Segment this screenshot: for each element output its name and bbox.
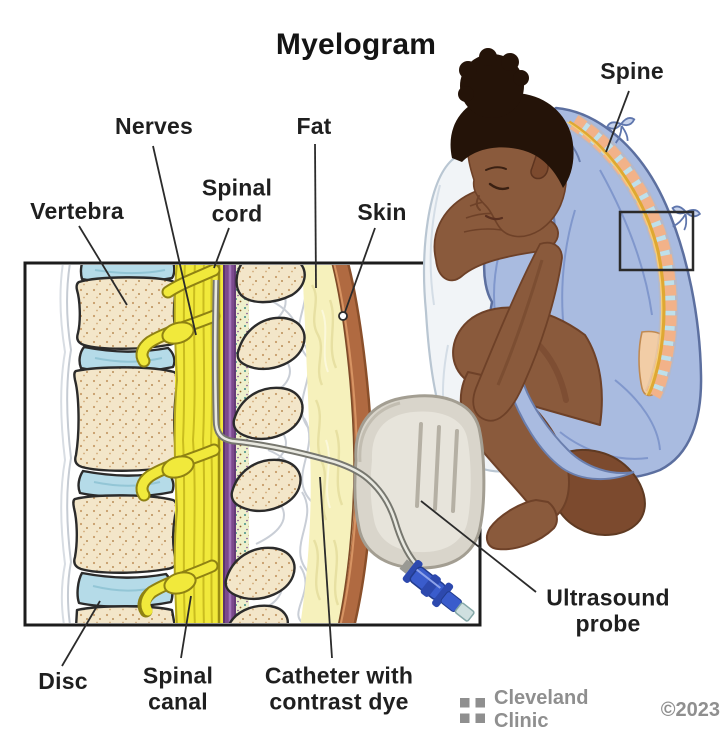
vertebra-body: [72, 494, 178, 574]
leader-fat: [314, 143, 317, 289]
footer-copyright: ©2023: [660, 698, 720, 721]
face-details: [475, 166, 510, 221]
gown-tie-bow: [606, 117, 702, 231]
nerve-roots: [135, 265, 221, 618]
hub-tip-cap: [454, 602, 475, 622]
closed-eye: [488, 182, 510, 191]
hair: [450, 48, 574, 188]
label-vertebra: Vertebra: [30, 198, 124, 225]
label-disc: Disc: [38, 668, 88, 695]
label-spine: Spine: [600, 58, 664, 85]
leader-vertebra: [78, 225, 128, 306]
leader-spinal-cord: [213, 227, 230, 269]
vertebra-body: [73, 366, 180, 472]
label-catheter: Catheter with contrast dye: [264, 662, 414, 714]
label-skin: Skin: [357, 199, 407, 226]
spinal-canal-strip: [223, 265, 236, 623]
leader-ultrasound-probe: [420, 500, 537, 593]
scan-region-rectangle: [618, 210, 695, 272]
gown-hem-fold: [506, 384, 635, 481]
lips: [484, 214, 504, 221]
leader-catheter: [319, 476, 333, 659]
spinous-processes: [224, 265, 306, 623]
label-spinal-canal: Spinal canal: [142, 662, 214, 714]
nose: [475, 195, 481, 211]
leader-nerves: [152, 145, 197, 336]
leader-skin: [344, 227, 376, 313]
label-nerves: Nerves: [115, 113, 193, 140]
spine-overlay: [566, 113, 679, 400]
cleveland-clinic-logo-icon: [460, 697, 485, 723]
leader-spinal-canal: [180, 595, 192, 659]
catheter-hub: [399, 559, 475, 622]
eyebrow: [485, 166, 507, 171]
label-fat: Fat: [296, 113, 332, 140]
leader-skin-endpoint: [338, 311, 348, 321]
leader-lines: [61, 90, 630, 667]
label-ultrasound-probe: Ultrasound probe: [546, 584, 670, 636]
page-title: Myelogram: [275, 28, 437, 61]
catheter-tube: [212, 279, 418, 566]
footer-attribution: Cleveland Clinic ©2023: [460, 687, 720, 733]
nerve-bundle: [135, 265, 223, 623]
label-spinal-cord: Spinal cord: [201, 174, 273, 226]
footer-brand: Cleveland Clinic: [494, 687, 589, 732]
leader-disc: [61, 600, 101, 667]
probe-grip-slots: [415, 422, 459, 513]
patient-figure: [423, 48, 703, 551]
leader-spine: [605, 90, 630, 153]
